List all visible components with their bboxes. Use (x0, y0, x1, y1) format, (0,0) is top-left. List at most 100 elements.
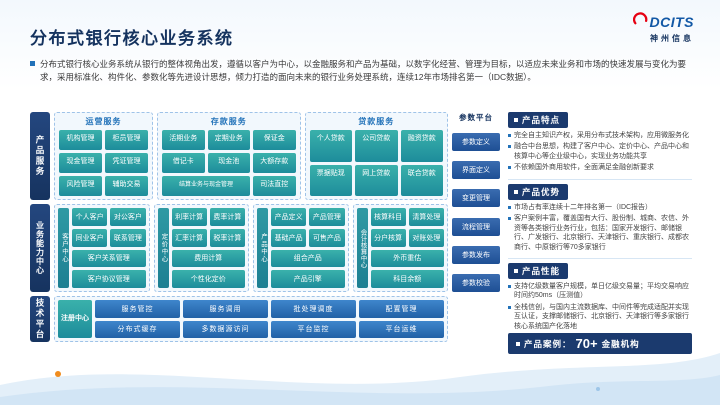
center-group-customer: 客户中心 个人客户 对公客户 同业客户 联系管理 客户关系管理 客户协议管理 (54, 204, 150, 292)
logo-company-name: 神州信息 (650, 34, 694, 43)
tech-box: 平台运维 (359, 320, 444, 338)
center-box: 组合产品 (271, 249, 345, 268)
tech-box: 批处理调度 (271, 300, 356, 318)
center-box: 费率计算 (209, 208, 245, 226)
case-count: 70+ (575, 336, 598, 352)
section-title: 产品性能 (522, 265, 561, 276)
center-box: 产品引擎 (271, 270, 345, 288)
page-title: 分布式银行核心业务系统 (30, 29, 234, 48)
service-box: 融资贷款 (400, 130, 443, 162)
param-box: 界面定义 (452, 161, 500, 180)
panel-bullet: 不依赖国外商用软件，全面满足金融创新要求 (508, 163, 692, 172)
center-group-accounting: 会计核算中心 核算科目 清算处理 分户核算 对账处理 外币重估 科目余额 (352, 204, 448, 292)
service-box: 公司贷款 (355, 130, 398, 162)
center-box: 外币重估 (370, 249, 444, 268)
tech-box: 配置管理 (359, 300, 444, 318)
service-box: 保证金 (253, 130, 296, 150)
center-box: 客户协议管理 (72, 270, 146, 288)
center-box: 核算科目 (370, 208, 406, 226)
param-box: 变更管理 (452, 189, 500, 208)
center-box: 联系管理 (110, 228, 146, 247)
bullet-icon (508, 145, 511, 149)
service-box: 活期业务 (162, 130, 205, 150)
divider (508, 257, 692, 259)
service-box: 风险管理 (59, 176, 102, 196)
panel-bullet: 完全自主知识产权，采用分布式技术架构，应用微服务化 (508, 131, 692, 140)
section-header: 产品性能 (508, 262, 569, 279)
center-box: 税率计算 (209, 228, 245, 247)
section-product-advantages: 产品优势 市场占有率连续十二年排名第一（IDC报告） 客户案例丰富，覆盖国有大行… (508, 183, 692, 254)
bullet-icon (508, 205, 511, 209)
panel-bullet: 支持亿级数量客户规模，单日亿级交易量；平均交易响应时间约50ms（压测值） (508, 282, 692, 301)
service-box: 个人贷款 (309, 130, 352, 162)
case-suffix: 金融机构 (601, 338, 640, 349)
center-box: 产品管理 (309, 208, 345, 226)
center-box: 对账处理 (408, 228, 444, 247)
center-box: 个人客户 (72, 208, 108, 226)
tech-box: 分布式缓存 (95, 320, 180, 338)
param-box: 参数定义 (452, 133, 500, 152)
service-box: 现金管理 (59, 153, 102, 173)
panel-bullet: 市场占有率连续十二年排名第一（IDC报告） (508, 203, 692, 212)
layer-product-services: 产品服务 运营服务 机构管理 柜员管理 现金管理 凭证管理 风险管理 辅助交易 … (30, 112, 448, 200)
tech-registry-box: 注册中心 (58, 300, 92, 338)
group-title: 存款服务 (210, 117, 247, 126)
tech-box: 多数据源访问 (183, 320, 268, 338)
center-box: 分户核算 (370, 228, 406, 247)
layer-label-centers: 业务能力中心 (30, 204, 50, 292)
square-bullet-icon (514, 189, 518, 194)
bullet-icon (508, 134, 511, 137)
logo-brand-text: DCITS (649, 14, 694, 30)
group-operation-services: 运营服务 机构管理 柜员管理 现金管理 凭证管理 风险管理 辅助交易 (54, 112, 153, 200)
square-bullet-icon (514, 268, 518, 273)
center-box: 利率计算 (171, 208, 207, 226)
group-title: 运营服务 (85, 117, 122, 126)
layer-tech-platform: 技术平台 注册中心 服务管控 服务调用 批处理调度 配置管理 分布式缓存 多数据… (30, 296, 448, 342)
center-box: 科目余额 (370, 270, 444, 288)
intro-bullet-icon (30, 61, 35, 66)
center-box: 清算处理 (408, 208, 444, 226)
tech-box: 平台监控 (271, 320, 356, 338)
service-box: 司法直控 (253, 176, 296, 196)
bullet-icon (508, 284, 511, 288)
service-box: 联合贷款 (400, 164, 443, 196)
architecture-diagram: 产品服务 运营服务 机构管理 柜员管理 现金管理 凭证管理 风险管理 辅助交易 … (30, 112, 500, 350)
layer-label-products: 产品服务 (30, 112, 50, 200)
group-loan-services: 贷款服务 个人贷款 公司贷款 融资贷款 票据贴现 网上贷款 联合贷款 (304, 112, 448, 200)
section-title: 产品优势 (522, 186, 561, 197)
service-box: 凭证管理 (105, 153, 148, 173)
section-product-performance: 产品性能 支持亿级数量客户规模，单日亿级交易量；平均交易响应时间约50ms（压测… (508, 262, 692, 333)
bullet-icon (508, 217, 511, 221)
divider (508, 178, 692, 180)
param-box: 参数发布 (452, 245, 500, 264)
service-box: 网上贷款 (355, 164, 398, 196)
bullet-icon (508, 166, 511, 170)
panel-bullet: 客户案例丰富，覆盖国有大行、股份制、城商、农信、外资等各类银行业务行业，包括：国… (508, 214, 692, 252)
param-box: 流程管理 (452, 217, 500, 236)
center-group-pricing: 定价中心 利率计算 费率计算 汇率计算 税率计算 费用计算 个性化定价 (153, 204, 249, 292)
tech-box: 服务调用 (183, 300, 268, 318)
center-box: 汇率计算 (171, 228, 207, 247)
bullet-icon (508, 305, 511, 309)
logo-swoosh-icon (632, 12, 648, 32)
group-title: 贷款服务 (358, 117, 395, 126)
square-bullet-icon (514, 118, 518, 122)
service-box: 柜员管理 (105, 130, 148, 150)
center-box: 对公客户 (110, 208, 146, 226)
center-box: 费用计算 (171, 249, 245, 268)
tech-box: 服务管控 (95, 300, 180, 318)
section-header: 产品优势 (508, 183, 569, 200)
center-group-product: 产品中心 产品定义 产品管理 基础产品 可售产品 组合产品 产品引擎 (253, 204, 349, 292)
case-label: 产品案例： (524, 338, 572, 349)
brand-logo: DCITS 神州信息 (632, 12, 695, 44)
intro-text: 分布式银行核心业务系统从银行的整体视角出发，遵循以客户为中心，以金融服务和产品为… (40, 59, 687, 83)
blue-dot-decoration (596, 387, 600, 391)
info-panel: 产品特点 完全自主知识产权，采用分布式技术架构，应用微服务化 融合中台思想，构建… (508, 112, 692, 355)
square-bullet-icon (516, 341, 520, 346)
panel-bullet: 全栈信创，与国内主流数据库、中间件等完成适配并实现互认证，支撑邮储银行、北京银行… (508, 303, 692, 331)
center-tab: 客户中心 (58, 208, 69, 288)
center-tab: 会计核算中心 (356, 208, 368, 288)
section-header: 产品特点 (508, 112, 569, 128)
center-box: 产品定义 (271, 208, 307, 226)
center-tab: 产品中心 (257, 208, 268, 288)
